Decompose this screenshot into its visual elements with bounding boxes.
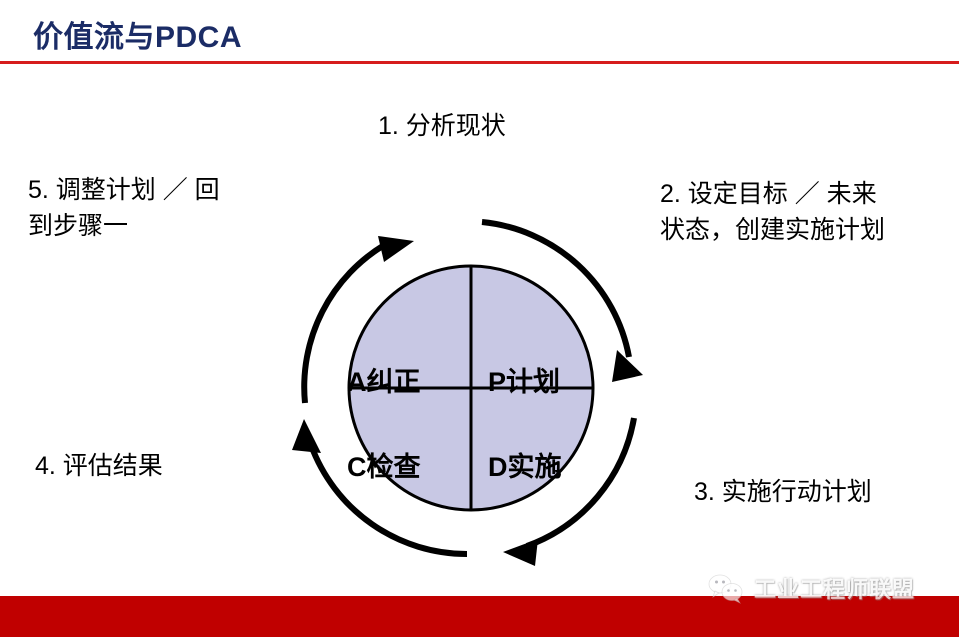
title-underline-rule [0, 61, 959, 64]
pdca-quadrant-label-d: D实施 [488, 452, 562, 482]
step-label-4: 4. 评估结果 [35, 452, 163, 480]
pdca-cycle-svg [292, 219, 643, 566]
pdca-cycle-diagram: A纠正 P计划 C检查 D实施 [200, 210, 740, 600]
arrow-bottom-right [503, 417, 637, 566]
footer-bar [0, 596, 959, 637]
page-title: 价值流与PDCA [33, 21, 243, 54]
watermark: 工业工程师联盟 [706, 572, 915, 604]
step-label-1: 1. 分析现状 [378, 112, 506, 140]
step-label-3: 3. 实施行动计划 [694, 478, 872, 506]
arrow-bottom-left [292, 419, 468, 557]
pdca-quadrant-label-p: P计划 [488, 367, 561, 397]
watermark-text: 工业工程师联盟 [754, 577, 916, 602]
arrow-top-left [301, 236, 414, 404]
arrow-top-right [481, 219, 643, 382]
pdca-quadrant-label-a: A纠正 [347, 367, 421, 397]
step-label-5: 5. 调整计划 ／ 回 到步骤一 [28, 176, 220, 240]
pdca-quadrant-label-c: C检查 [347, 452, 421, 482]
wechat-icon [708, 574, 743, 604]
step-label-2: 2. 设定目标 ／ 未来 状态，创建实施计划 [660, 180, 886, 244]
